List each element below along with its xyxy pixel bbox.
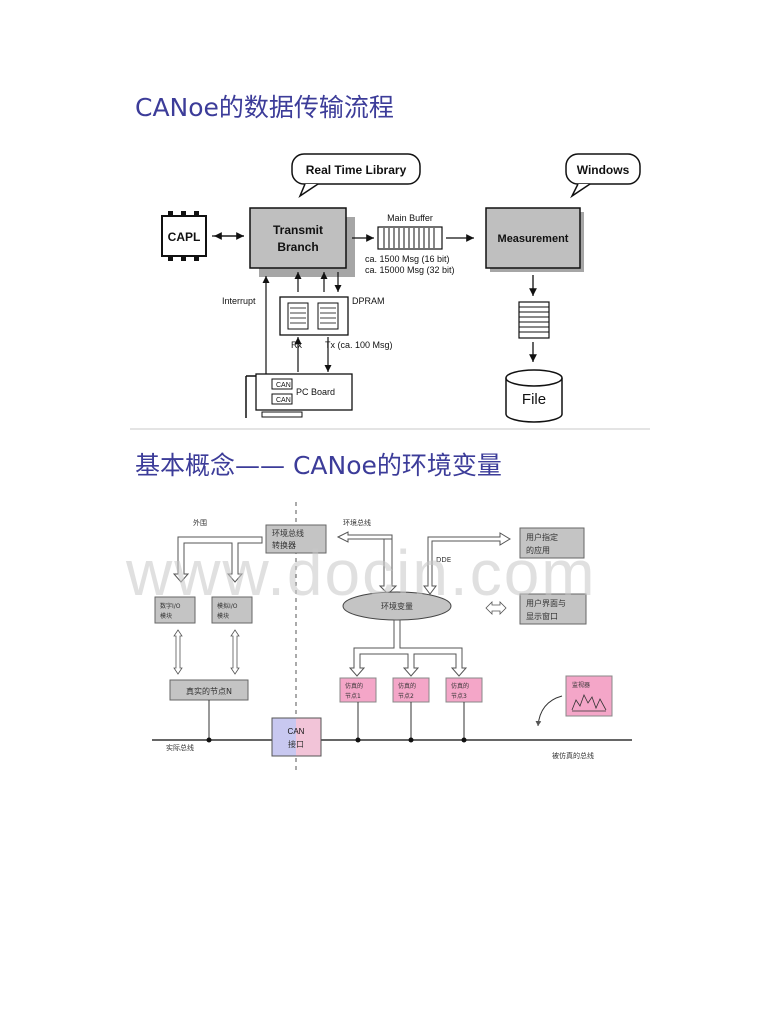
transmit-branch-box: Transmit Branch [249,207,355,277]
env-bus-converter: 环境总线 转换器 [265,524,327,554]
sim2-line2: 节点2 [398,692,414,700]
file-cylinder: File [505,369,563,423]
sim-node-2: 仿真的 节点2 [392,677,430,703]
dpram-block [279,296,349,336]
env-bus-label: 环境总线 [343,518,371,527]
sim1-line1: 仿真的 [345,682,363,690]
dpram-label: DPRAM [352,296,385,306]
real-bus-label: 实际总线 [166,743,194,752]
msg32-label: ca. 15000 Msg (32 bit) [365,265,455,275]
bubble-real-time-library: Real Time Library [291,153,421,198]
analog-line1: 模拟I/O [217,602,238,610]
ui-window-box: 用户界面与 显示窗口 [519,593,587,625]
sim1-line2: 节点1 [345,692,361,700]
converter-line1: 环境总线 [272,528,304,538]
sim-node-3: 仿真的 节点3 [445,677,483,703]
sim-node-1: 仿真的 节点1 [339,677,377,703]
watermark: www.docin.com [126,537,597,609]
sim2-line1: 仿真的 [398,682,416,690]
bubble-left-label: Real Time Library [306,163,407,177]
env-var-label: 环境变量 [381,601,413,611]
real-node-label: 真实的节点N [186,686,232,696]
pc-board-label: PC Board [296,387,335,397]
main-buffer [377,226,443,250]
transmit-line1: Transmit [273,223,323,237]
capl-label: CAPL [168,230,201,244]
pc-board: CAN CAN PC Board [245,373,353,418]
measurement-box: Measurement [485,207,584,272]
bubble-right-label: Windows [577,163,630,177]
data-flow-diagram: Real Time Library Windows CAPL Transmit … [130,153,650,430]
digital-line2: 模块 [160,612,172,620]
user-app-box: 用户指定 的应用 [519,527,585,559]
converter-line2: 转换器 [272,540,296,550]
analog-line2: 模块 [217,612,229,620]
can2-label: CAN [276,397,291,404]
dde-label: DDE [436,556,451,564]
tx-label: Tx (ca. 100 Msg) [325,340,393,350]
digital-io-module: 数字I/O 模块 [154,596,196,624]
ui-line1: 用户界面与 [526,598,566,608]
sim-bus-label: 被仿真的总线 [552,751,594,760]
file-label: File [522,391,546,408]
capl-chip: CAPL [161,211,207,261]
outer-label: 外围 [193,518,207,527]
bubble-windows: Windows [565,153,641,199]
sim3-line1: 仿真的 [451,682,469,690]
user-app-line2: 的应用 [526,545,550,555]
transmit-line2: Branch [277,240,318,254]
measurement-label: Measurement [498,233,569,245]
can-interface-box: CAN 接口 [271,717,322,757]
real-node-box: 真实的节点N [169,679,249,701]
section1-title: CANoe的数据传输流程 [135,93,394,122]
monitor-label: 监视器 [572,681,590,689]
sim3-line2: 节点3 [451,692,467,700]
monitor-box: 监视器 [565,675,613,717]
section2-title: 基本概念—— CANoe的环境变量 [135,451,502,480]
message-stack [518,301,550,339]
msg16-label: ca. 1500 Msg (16 bit) [365,254,450,264]
analog-io-module: 模拟I/O 模块 [211,596,253,624]
rx-label: Rx [291,340,302,350]
environment-variable-diagram: 外围 环境总线 环境总线 转换器 DDE 用户指定 的应用 数字I/O 模块 模… [152,502,632,770]
digital-line1: 数字I/O [160,602,181,610]
interrupt-label: Interrupt [222,296,256,306]
can-line2: 接口 [288,739,304,749]
can-line1: CAN [288,727,305,736]
main-buffer-label: Main Buffer [387,213,433,223]
can1-label: CAN [276,382,291,389]
ui-line2: 显示窗口 [526,611,558,621]
user-app-line1: 用户指定 [526,532,558,542]
